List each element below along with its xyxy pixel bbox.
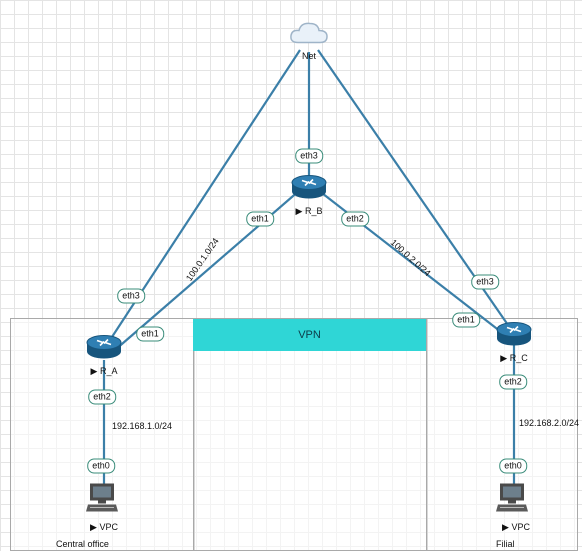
router-icon[interactable]: [85, 334, 123, 365]
port-ra-eth2[interactable]: eth2: [88, 389, 116, 405]
filial-label: Filial: [496, 539, 515, 549]
pc-right-label: ▶ VPC: [502, 522, 530, 532]
router-icon[interactable]: [290, 174, 328, 205]
network-label-right-lan: 192.168.2.0/24: [519, 418, 580, 428]
port-ra-eth3[interactable]: eth3: [117, 288, 145, 304]
port-rb-eth2[interactable]: eth2: [341, 211, 369, 227]
port-rc-eth1[interactable]: eth1: [452, 312, 480, 328]
router-ra-label: ▶ R_A: [90, 366, 118, 376]
port-rc-eth2[interactable]: eth2: [499, 374, 527, 390]
computer-icon[interactable]: [86, 483, 118, 518]
router-icon[interactable]: [495, 321, 533, 352]
port-rb-eth1[interactable]: eth1: [246, 211, 274, 227]
port-rb-eth3[interactable]: eth3: [295, 148, 323, 164]
port-ra-eth1[interactable]: eth1: [136, 326, 164, 342]
pc-left-label: ▶ VPC: [90, 522, 118, 532]
central-office-label: Central office: [56, 539, 109, 549]
cloud-label: Net: [301, 51, 317, 61]
port-pc-left-eth0[interactable]: eth0: [87, 458, 115, 474]
network-label-left-lan: 192.168.1.0/24: [112, 421, 173, 431]
vpn-label: VPN: [298, 329, 321, 341]
port-rc-eth3[interactable]: eth3: [471, 274, 499, 290]
computer-icon[interactable]: [496, 483, 528, 518]
port-pc-right-eth0[interactable]: eth0: [499, 458, 527, 474]
router-rb-label: ▶ R_B: [295, 206, 323, 216]
cloud-icon[interactable]: [289, 21, 329, 52]
vpn-zone: [193, 318, 428, 551]
vpn-banner: VPN: [193, 319, 426, 351]
router-rc-label: ▶ R_C: [500, 353, 528, 363]
